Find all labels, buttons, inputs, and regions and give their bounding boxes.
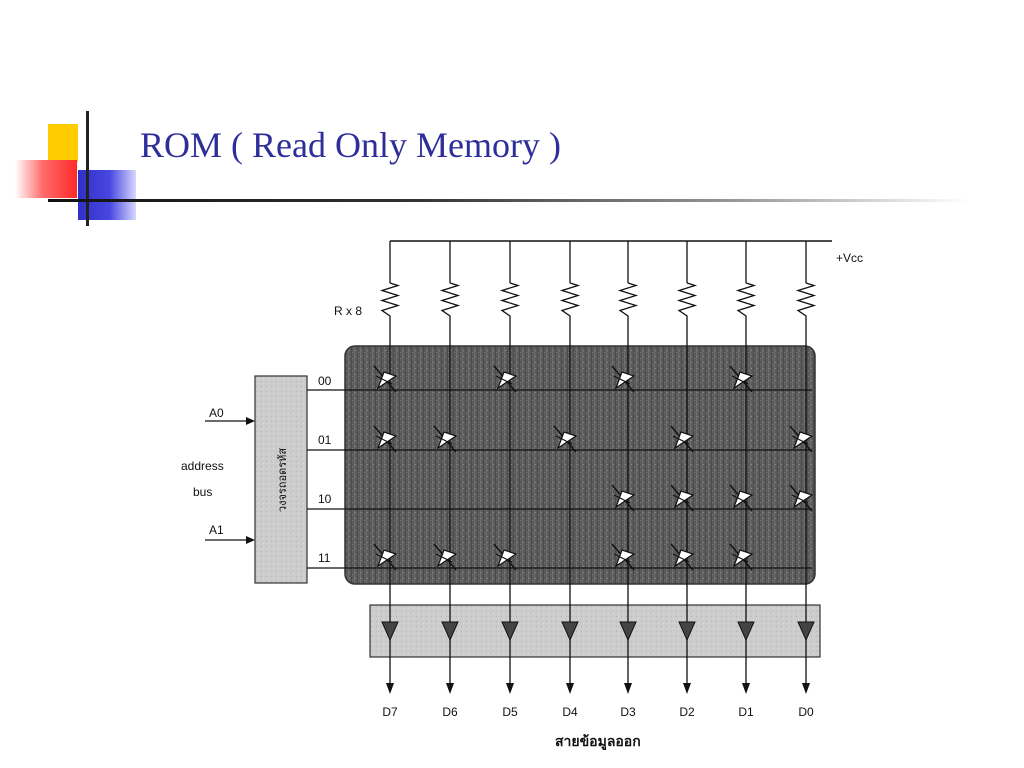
- diode: [789, 484, 814, 512]
- output-label: D6: [442, 705, 458, 719]
- diode: [373, 425, 398, 453]
- diode: [611, 365, 636, 393]
- address-decoder: [254, 375, 308, 584]
- buffer-triangle: [619, 621, 637, 642]
- resistor-label: R x 8: [334, 304, 362, 318]
- row-label: 10: [318, 492, 332, 506]
- diode: [611, 543, 636, 571]
- diode: [670, 484, 695, 512]
- resistor: [617, 282, 639, 348]
- output-label: D5: [502, 705, 518, 719]
- diode: [493, 365, 518, 393]
- output-label: D7: [382, 705, 398, 719]
- decoder-label: วงจรถอดรหัส: [277, 448, 289, 512]
- output-caption: สายข้อมูลออก: [555, 733, 641, 750]
- resistor: [439, 282, 461, 348]
- a1-label: A1: [209, 523, 224, 537]
- a1-arrow: [246, 536, 255, 544]
- diodes: [373, 365, 814, 571]
- resistor: [735, 282, 757, 348]
- diode: [553, 425, 578, 453]
- diode: [670, 543, 695, 571]
- buffer-triangle: [561, 621, 579, 642]
- output-arrow: [386, 683, 394, 694]
- output-label: D0: [798, 705, 814, 719]
- title-decoration-yellow: [48, 124, 78, 162]
- bus-label: bus: [193, 485, 212, 499]
- title-decoration-red: [15, 160, 77, 198]
- diode: [670, 425, 695, 453]
- output-label: D4: [562, 705, 578, 719]
- diode: [433, 543, 458, 571]
- row-label: 11: [318, 551, 331, 565]
- output-label: D2: [679, 705, 695, 719]
- diode: [433, 425, 458, 453]
- buffer-triangle: [797, 621, 815, 642]
- output-arrow: [742, 683, 750, 694]
- row-label: 00: [318, 374, 332, 388]
- output-arrow: [566, 683, 574, 694]
- buffer-triangle: [381, 621, 399, 642]
- output-arrow: [446, 683, 454, 694]
- address-label: address: [181, 459, 224, 473]
- slide-title: ROM ( Read Only Memory ): [140, 125, 561, 165]
- output-arrow: [683, 683, 691, 694]
- diode: [729, 543, 754, 571]
- output-label: D3: [620, 705, 636, 719]
- diode: [729, 484, 754, 512]
- title-underline: [48, 199, 968, 202]
- diode-matrix: [344, 345, 816, 585]
- diode: [789, 425, 814, 453]
- a0-arrow: [246, 417, 255, 425]
- row-label: 01: [318, 433, 332, 447]
- buffer-triangle: [737, 621, 755, 642]
- diode: [729, 365, 754, 393]
- diode: [611, 484, 636, 512]
- output-buffer: [369, 604, 821, 658]
- output-arrow: [802, 683, 810, 694]
- bit-columns: D7 D6 D5 D4 D3 D2 D1 D0: [379, 241, 817, 719]
- diode: [373, 365, 398, 393]
- buffer-triangle: [441, 621, 459, 642]
- a0-label: A0: [209, 406, 224, 420]
- diode: [373, 543, 398, 571]
- output-arrow: [506, 683, 514, 694]
- resistor: [499, 282, 521, 348]
- resistor: [795, 282, 817, 348]
- resistor: [559, 282, 581, 348]
- resistor: [676, 282, 698, 348]
- output-label: D1: [738, 705, 754, 719]
- buffer-triangle: [678, 621, 696, 642]
- word-lines: 00 01 10 11: [307, 374, 812, 569]
- title-decoration-vertical-line: [86, 111, 89, 226]
- resistor: [379, 282, 401, 348]
- diode: [493, 543, 518, 571]
- buffer-triangle: [501, 621, 519, 642]
- output-arrow: [624, 683, 632, 694]
- vcc-label: +Vcc: [836, 251, 863, 265]
